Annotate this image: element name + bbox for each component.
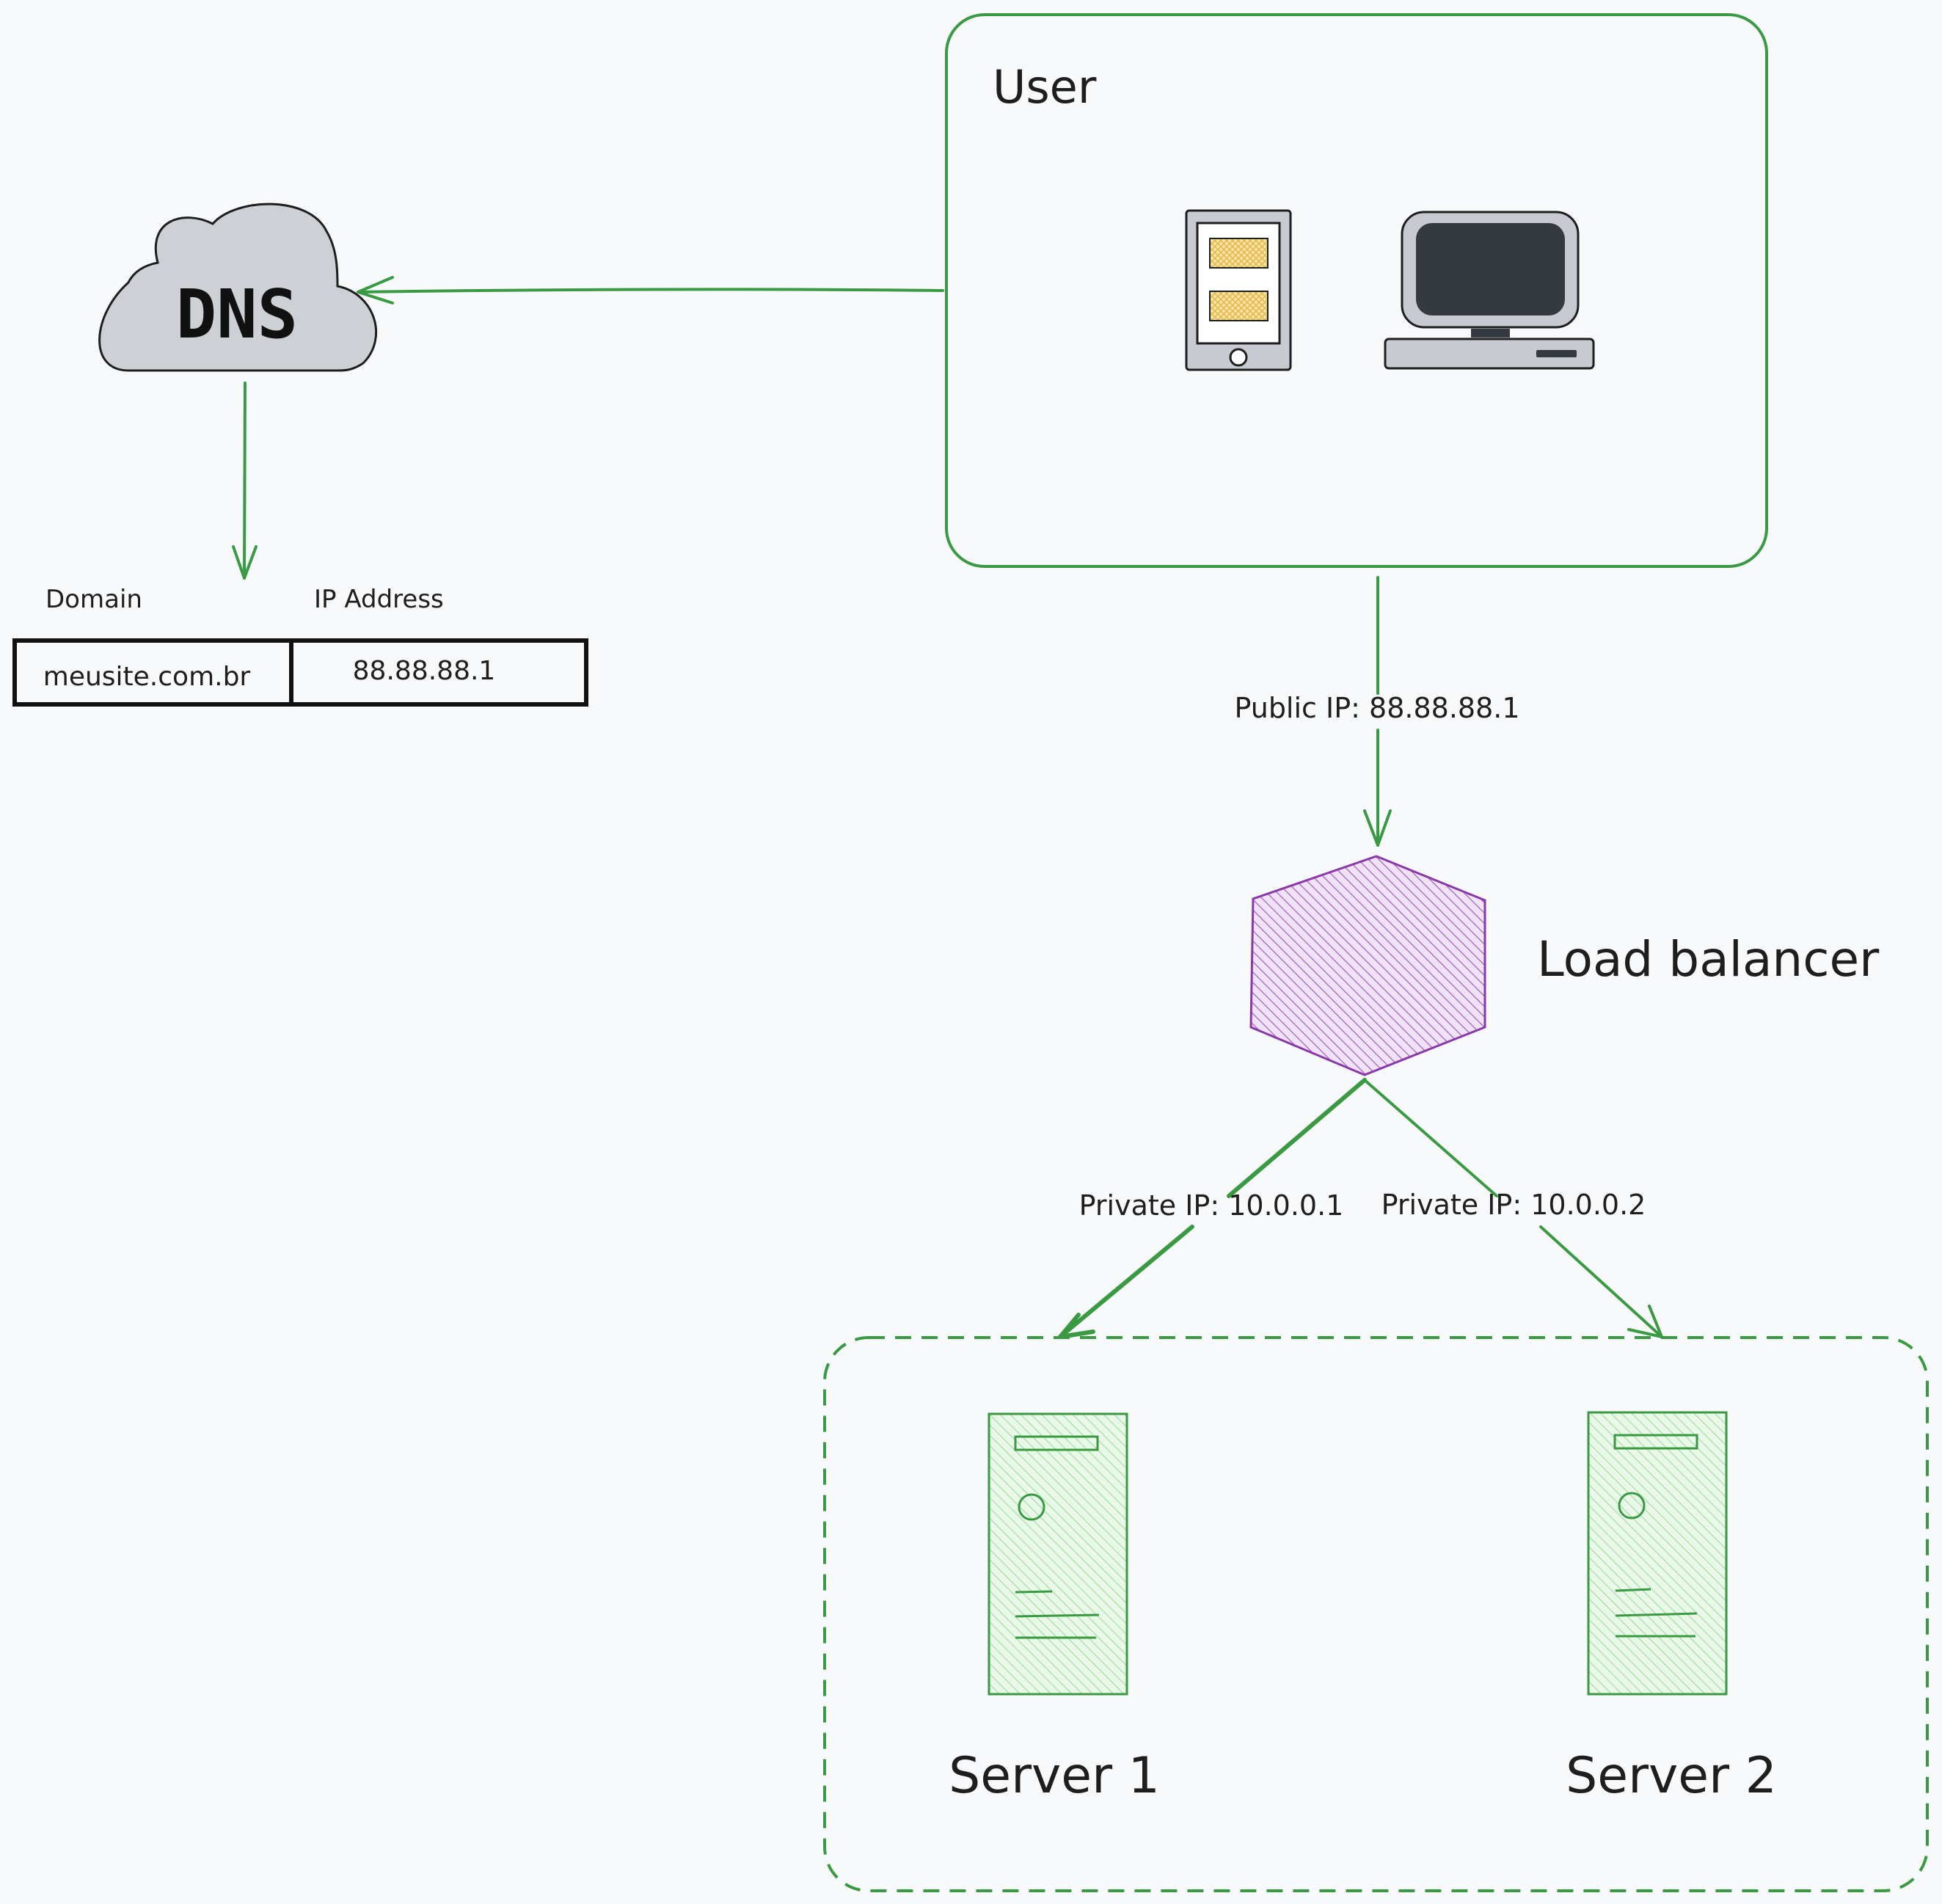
dns-table-value-ip: 88.88.88.1 — [353, 656, 496, 686]
cloud-icon — [98, 203, 377, 372]
dns-table: Domain IP Address meusite.com.br 88.88.8… — [12, 585, 588, 707]
dns-label: DNS — [176, 275, 298, 354]
desktop-computer-icon — [1384, 211, 1595, 370]
server-cluster-frame — [823, 1336, 1929, 1892]
edge-label-public-ip: Public IP: 88.88.88.1 — [1234, 692, 1519, 724]
dns-table-header-ip: IP Address — [314, 585, 444, 614]
user-frame — [945, 13, 1768, 568]
server-2-label: Server 2 — [1566, 1747, 1777, 1805]
server-tower-icon — [988, 1412, 1128, 1696]
arrow-dns-to-table — [232, 382, 258, 580]
edges — [232, 276, 1663, 1339]
load-balancer: Load balancer — [1249, 855, 1880, 1076]
arrow-user-to-dns — [357, 276, 944, 304]
edge-label-private-ip-2: Private IP: 10.0.0.2 — [1381, 1189, 1646, 1221]
server-2: Server 2 — [1566, 1411, 1777, 1805]
user-group: User — [945, 13, 1768, 568]
dns-table-header-domain: Domain — [45, 585, 142, 614]
edge-label-private-ip-1: Private IP: 10.0.0.1 — [1079, 1189, 1344, 1222]
arrow-user-to-load-balancer — [1363, 576, 1392, 847]
user-title: User — [993, 60, 1097, 114]
dns-table-cell-ip — [289, 638, 588, 707]
dns-table-value-domain: meusite.com.br — [43, 662, 251, 692]
phone-icon — [1185, 209, 1292, 371]
dns-cloud: DNS — [98, 203, 377, 372]
server-tower-icon — [1587, 1411, 1728, 1696]
load-balancer-label: Load balancer — [1537, 931, 1880, 988]
server-1-label: Server 1 — [949, 1747, 1160, 1805]
hexagon-icon — [1249, 855, 1486, 1076]
server-1: Server 1 — [949, 1412, 1160, 1805]
